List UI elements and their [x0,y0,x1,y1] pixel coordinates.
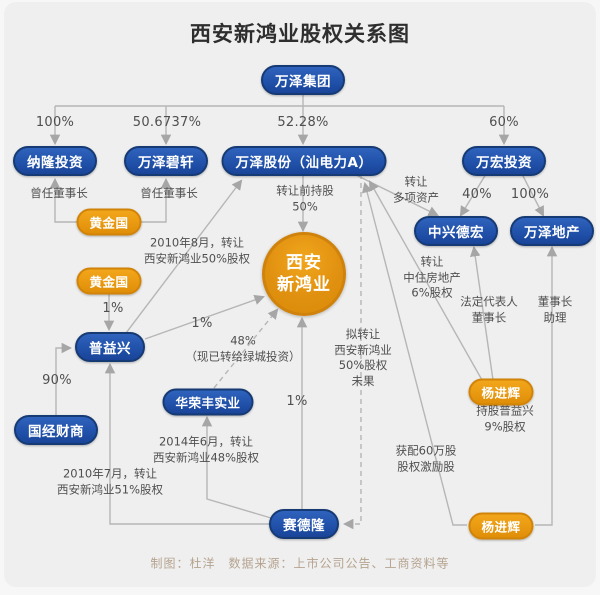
edge-label-former-chairman-2: 曾任董事长 [140,186,198,201]
edge-label-former-chairman-1: 曾任董事长 [30,186,88,201]
node-zhongxing: 中兴德宏 [414,216,498,246]
edge-shares-zhongxing [353,173,439,216]
edge-label-assistant: 董事长 助理 [537,294,573,324]
node-wanze-group: 万泽集团 [261,65,345,95]
edge-label-pct-1-huang: 1% [102,301,124,317]
edge-puyixing-shares [125,179,243,334]
node-wanze-shares: 万泽股份（汕电力A） [221,146,387,176]
node-saidelong: 赛德隆 [269,509,339,539]
edge-label-aug-2010: 2010年8月，转让 西安新鸿业50%股权 [143,235,251,265]
node-wanze-bixuan: 万泽碧轩 [124,146,208,176]
edge-yangjinhui-dichan [535,245,558,526]
edge-label-pct-shares: 52.28% [277,115,329,131]
edge-label-pct-48: 48% （现已转给绿城投资） [185,333,301,363]
edge-label-hold-puyi: 持股普益兴 9%股权 [476,403,534,433]
edge-label-pct-100-nalong: 100% [35,115,75,131]
connector-lines [49,93,558,530]
credits-footer: 制图：杜洋 数据来源：上市公司公告、工商资料等 [150,556,450,571]
edge-label-pct-40: 40% [462,187,492,203]
node-wanhong: 万宏投资 [462,146,546,176]
node-yangjinhui-bottom: 杨进辉 [468,512,534,540]
page-title: 西安新鸿业股权关系图 [190,22,410,46]
edge-label-pct-1-puyi: 1% [191,316,213,332]
edge-label-planned-transfer: 拟转让 西安新鸿业 50%股权 未果 [334,326,392,388]
node-xian-xinhongye: 西安 新鸿业 [262,232,346,316]
node-yangjinhui-top: 杨进辉 [468,378,534,406]
edge-label-legal-rep: 法定代表人 董事长 [460,294,518,324]
edge-label-incentive: 获配60万股 股权激励股 [395,443,457,473]
edge-huangjinguo-bixuan [139,177,172,223]
edge-label-zhongzhu: 转让 中住房地产 6%股权 [403,254,461,300]
node-huarongfeng: 华荣丰实业 [162,388,254,416]
edge-puyixing-center [144,294,265,340]
node-nalong: 纳隆投资 [13,146,97,176]
edge-label-pct-100-dichan: 100% [510,187,550,203]
edge-yangjinhui-shares-zhongzhu [368,180,483,381]
edge-label-pct-wanhong: 60% [489,115,519,131]
edge-shares-saidelong-dashed [342,174,362,530]
node-guojing: 国经财商 [14,415,98,445]
edge-label-jun-2014: 2014年6月，转让 西安新鸿业48%股权 [152,434,260,464]
node-wanze-dichan: 万泽地产 [510,216,594,246]
node-puyixing: 普益兴 [75,332,145,362]
edge-group-tree [55,93,504,107]
edge-huangjinguo-nalong [49,177,79,223]
diagram-canvas: 西安新鸿业股权关系图 [4,2,596,587]
node-huangjinguo-top: 黄金国 [76,208,142,236]
edge-wanhong-dichan [521,173,544,217]
edge-label-jul-2010: 2010年7月，转让 西安新鸿业51%股权 [56,466,164,496]
edge-label-multi-assets: 转让 多项资产 [393,174,439,204]
edge-label-pct-90: 90% [42,373,72,389]
edge-yangjinhui-shares-incentive [362,181,467,526]
edge-label-pct-1-saidelong: 1% [286,394,308,410]
edge-label-pre-held: 转让前持股 50% [276,183,334,213]
edge-saidelong-puyixing [104,362,270,525]
edge-huarongfeng-center [213,308,279,389]
edge-saidelong-huarongfeng [201,415,272,519]
edge-label-pct-bixuan: 50.6737% [132,115,202,131]
edge-wanhong-zhongxing [459,173,487,217]
edge-guojing-puyixing [55,342,73,417]
edge-yangjinhui-zhongxing [470,245,494,381]
node-huangjinguo-bottom: 黄金国 [76,267,142,295]
